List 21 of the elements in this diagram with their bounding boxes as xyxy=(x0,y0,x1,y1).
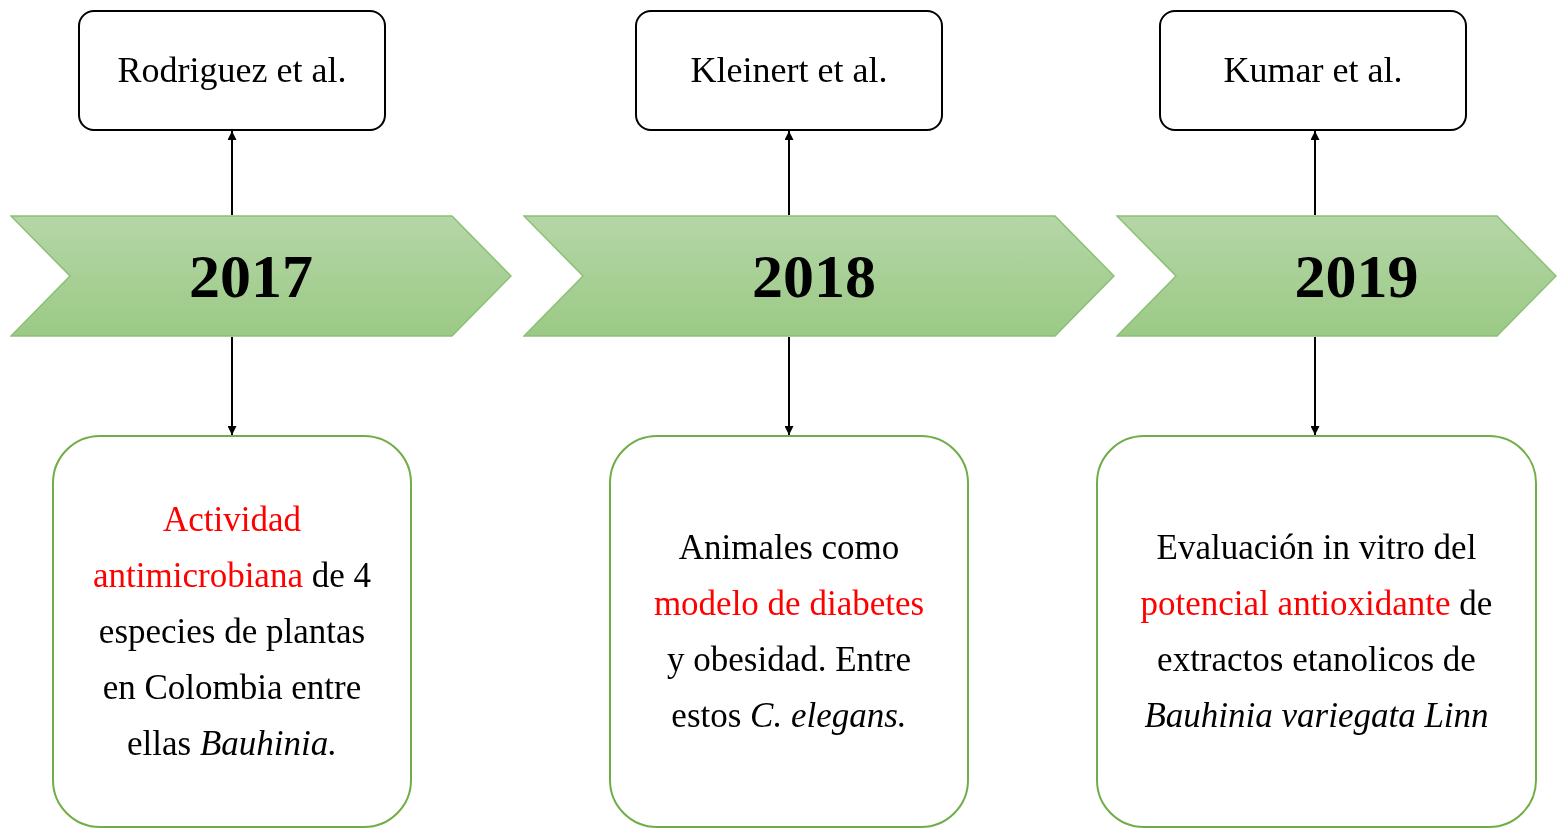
arrow xyxy=(1310,130,1320,216)
citation-box xyxy=(1159,10,1467,131)
year-label: 2017 xyxy=(189,240,313,312)
text-label: Rodriguez et al. xyxy=(117,49,347,93)
description-box xyxy=(1096,435,1537,828)
description-box xyxy=(52,435,412,828)
arrow xyxy=(1310,336,1320,436)
citation-box xyxy=(78,10,386,131)
year-label: 2018 xyxy=(752,240,876,312)
arrow xyxy=(227,336,237,436)
citation-box xyxy=(635,10,943,131)
text-label: Evaluación in vitro del potencial antioxidante de extractos etanolicos de Bauhinia variegata Linn xyxy=(1139,526,1494,737)
arrow xyxy=(227,130,237,216)
arrow xyxy=(784,130,794,216)
text-label: Kleinert et al. xyxy=(690,49,888,93)
text-label: Actividad antimicrobiana de 4 especies de plantas en Colombia entre ellas Bauhinia. xyxy=(92,498,372,765)
arrow xyxy=(784,336,794,436)
text-label: Kumar et al. xyxy=(1223,49,1403,93)
year-label: 2019 xyxy=(1294,240,1419,312)
text-label: Animales como modelo de diabetes y obesidad. Entre estos C. elegans. xyxy=(652,526,926,737)
description-box xyxy=(609,435,969,828)
